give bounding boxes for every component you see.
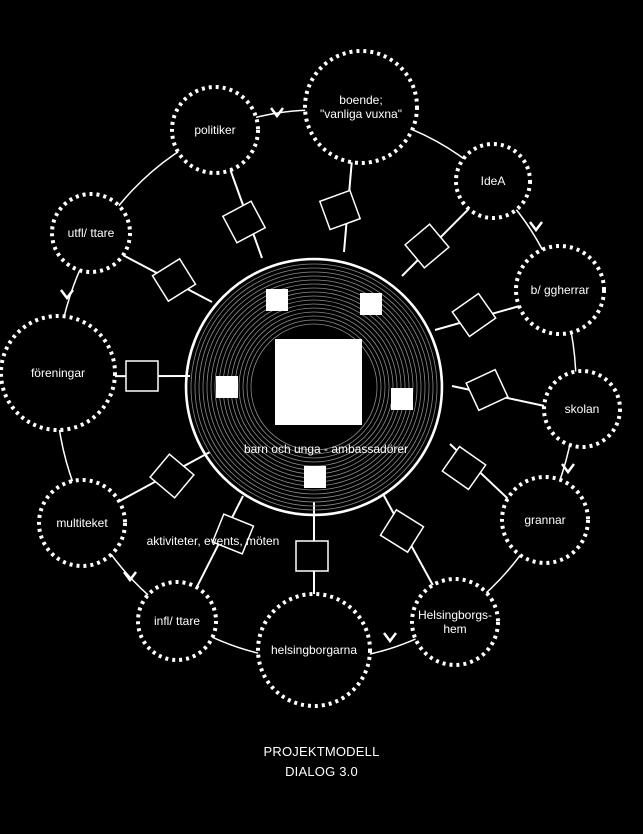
stakeholder-label-idea: IdeA xyxy=(481,174,506,188)
stakeholder-label-utflyttare: utfl/ ttare xyxy=(68,226,115,240)
orbit-arrow xyxy=(561,463,575,475)
stakeholder-circle-boende xyxy=(303,49,419,165)
hub-small-square xyxy=(216,376,238,398)
stakeholder-label-skolan: skolan xyxy=(565,402,600,416)
center-label: barn och unga - ambassadörer xyxy=(244,442,408,456)
stakeholder-label-helsingborgshem: Helsingborgs-hem xyxy=(418,608,492,636)
hub-ring xyxy=(202,275,426,499)
stakeholder-circle-multiteket xyxy=(37,478,127,568)
connector-box-foreningar xyxy=(125,360,159,392)
hub-ring xyxy=(206,279,422,495)
orbit-arrow xyxy=(529,221,543,233)
orbit-arrow xyxy=(383,632,397,644)
stakeholder-label-politiker: politiker xyxy=(194,123,235,137)
connector-box-helsingborgarna xyxy=(295,540,329,572)
connector-box-grannar xyxy=(441,445,487,491)
connector-box-boende xyxy=(318,189,362,231)
stakeholder-circle-helsingborgshem xyxy=(410,577,500,667)
hub-ring xyxy=(198,271,430,503)
hub-small-square xyxy=(266,289,288,311)
hub-center-square xyxy=(275,339,362,425)
orbit-arrow xyxy=(270,107,284,119)
connector-box-inflyttare xyxy=(211,513,255,555)
hub-small-square xyxy=(304,466,326,488)
connector-box-byggherrar xyxy=(451,292,497,338)
caption-subtitle: DIALOG 3.0 xyxy=(285,764,358,779)
stakeholder-circle-grannar xyxy=(500,475,590,565)
stakeholder-label-multiteket: multiteket xyxy=(56,516,108,530)
stakeholder-circle-inflyttare xyxy=(136,580,218,662)
hub-ring xyxy=(194,267,434,507)
connector-box-idea xyxy=(404,223,450,269)
stakeholder-circle-politiker xyxy=(170,85,260,175)
stakeholder-label-grannar: grannar xyxy=(524,513,565,527)
orbit-arrow xyxy=(123,571,137,583)
stakeholder-label-helsingborgarna: helsingborgarna xyxy=(271,643,357,657)
hub-ring xyxy=(242,315,386,459)
hub-ring xyxy=(246,319,382,455)
hub-ring xyxy=(238,311,390,463)
hub-ring xyxy=(210,283,418,491)
stakeholder-label-boende: boende;"vanliga vuxna" xyxy=(320,93,402,121)
stakeholder-circle-utflyttare xyxy=(50,192,132,274)
hub-small-square xyxy=(391,388,413,410)
stakeholder-label-inflyttare: infl/ ttare xyxy=(154,614,200,628)
caption-title: PROJEKTMODELL xyxy=(263,744,380,759)
hub-small-square xyxy=(360,293,382,315)
connector-box-helsingborgshem xyxy=(379,508,425,554)
orbit-arrow xyxy=(60,289,74,301)
connector-box-multiteket xyxy=(149,453,195,499)
connector-box-utflyttare xyxy=(151,257,197,303)
connector-box-politiker xyxy=(221,200,267,244)
stakeholder-circle-idea xyxy=(454,142,532,220)
activities-label: aktiviteter, events, möten xyxy=(147,534,280,548)
hub-ring xyxy=(250,323,378,451)
connector-box-skolan xyxy=(465,368,509,412)
hub-outer-ring xyxy=(184,257,444,517)
stakeholder-circle-byggherrar xyxy=(514,244,606,336)
stakeholder-label-byggherrar: b/ ggherrar xyxy=(531,283,590,297)
stakeholder-circle-helsingborgarna xyxy=(256,592,372,708)
hub-ring xyxy=(190,263,438,511)
stakeholder-circle-foreningar xyxy=(0,314,117,432)
stakeholder-label-foreningar: föreningar xyxy=(31,366,85,380)
stakeholder-circle-skolan xyxy=(542,369,622,449)
